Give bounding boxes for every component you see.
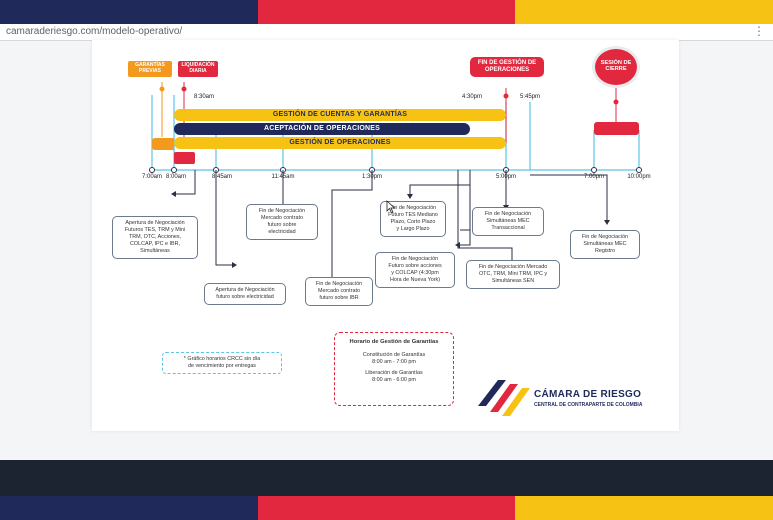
axis-time-3: 11:45am — [271, 174, 295, 180]
url-text[interactable]: camaraderiesgo.com/modelo-operativo/ — [6, 26, 183, 37]
time-830am: 8:30am — [193, 94, 215, 100]
camara-riesgo-logo-icon — [478, 380, 530, 416]
axis-time-5: 5:00pm — [495, 174, 517, 180]
operating-model-diagram: GARANTÍAS PREVIAS LIQUIDACIÓN DIARIA FIN… — [92, 40, 679, 431]
page-footer — [0, 460, 773, 496]
horario-title: Horario de Gestión de Garantías — [349, 339, 439, 345]
axis-time-0: 7:00am — [141, 174, 163, 180]
time-545pm: 5:45pm — [519, 94, 541, 100]
mouse-cursor-icon — [386, 200, 396, 214]
garantias-block — [152, 138, 174, 150]
logo-name: CÁMARA DE RIESGO — [534, 389, 642, 400]
axis-time-6: 7:00pm — [583, 174, 605, 180]
axis-time-4: 1:30pm — [361, 174, 383, 180]
axis-time-1: 8:00am — [165, 174, 187, 180]
axis-time-7: 10:00pm — [627, 174, 651, 180]
liquidacion-block — [174, 152, 195, 164]
badge-garantias-previas: GARANTÍAS PREVIAS — [128, 61, 172, 77]
timeline-lines — [149, 82, 642, 285]
horario-garantias-box: Horario de Gestión de Garantías Constitu… — [334, 332, 454, 406]
bottom-color-band — [0, 496, 773, 520]
time-430pm: 4:30pm — [461, 94, 483, 100]
sesion-cierre-block — [594, 122, 639, 135]
top-color-band — [0, 0, 773, 24]
badge-sesion-cierre: SESIÓN DE CIERRE — [600, 60, 632, 73]
address-bar[interactable]: camaraderiesgo.com/modelo-operativo/ ⋮ — [0, 24, 773, 41]
sesion-cierre-circle — [592, 46, 640, 88]
logo-tagline: CENTRAL DE CONTRAPARTE DE COLOMBIA — [534, 402, 643, 408]
more-options-icon[interactable]: ⋮ — [753, 24, 765, 38]
axis-time-2: 8:45am — [211, 174, 233, 180]
bar-gestion-operaciones: GESTIÓN DE OPERACIONES — [174, 137, 506, 149]
badge-fin-gestion: FIN DE GESTIÓN DE OPERACIONES — [470, 57, 544, 77]
bar-gestion-cuentas: GESTIÓN DE CUENTAS Y GARANTÍAS — [174, 109, 506, 121]
bar-aceptacion: ACEPTACIÓN DE OPERACIONES — [174, 123, 470, 135]
badge-liquidacion-diaria: LIQUIDACIÓN DIARIA — [178, 61, 218, 77]
